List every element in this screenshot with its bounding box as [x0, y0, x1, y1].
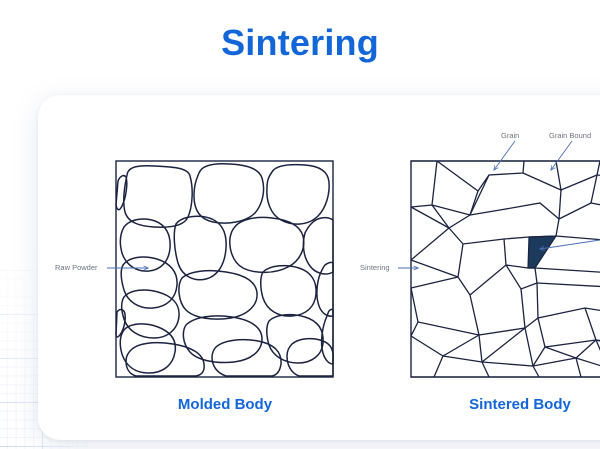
powder-particles [115, 163, 334, 377]
annotation-grain: Grain [501, 131, 520, 140]
sintered-body-diagram [410, 160, 600, 378]
molded-body-diagram [115, 160, 334, 378]
annotation-grain-boundary: Grain Bound [549, 131, 592, 140]
annotation-raw-powder: Raw Powder [55, 263, 98, 272]
grain-boundaries [410, 160, 600, 378]
caption-molded-body: Molded Body [177, 396, 273, 413]
annotation-leaders [107, 140, 600, 268]
grain-boundary-leader [551, 140, 573, 170]
grain-leader [494, 140, 516, 170]
caption-sintered-body: Sintered Body [469, 396, 571, 413]
page-title: Sintering [221, 22, 379, 63]
pore-leader [540, 239, 600, 249]
annotation-sintering: Sintering [360, 263, 390, 272]
sintered-body-frame [410, 160, 600, 378]
